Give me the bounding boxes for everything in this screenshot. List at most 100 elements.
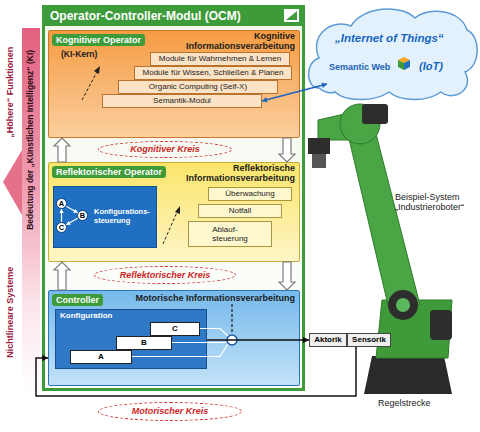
- block-arrow: [279, 262, 295, 290]
- state-circle: B: [77, 210, 88, 221]
- robot-base: [364, 356, 452, 394]
- robot-shoulder-cap: [396, 298, 410, 312]
- section-tab: Controller: [52, 294, 103, 306]
- importance-band: Bedeutung der „Künstlichen Intelligenz“ …: [22, 28, 40, 390]
- cloud-shape: [305, 4, 477, 102]
- arrow-head: [262, 97, 268, 102]
- configuration-box: KonfigurationA BC: [55, 309, 207, 369]
- arrow-head: [59, 209, 63, 213]
- panel-title: Operator-Controller-Modul (OCM): [50, 10, 241, 24]
- robot-wrist: [308, 138, 330, 154]
- system-caption: Beispiel-System „Industrieroboter“: [395, 192, 475, 213]
- robot-lower-arm: [346, 126, 420, 305]
- robot-shoulder: [388, 290, 418, 320]
- operator-box: Kognitiver Operator(KI-Kern)Kognitive In…: [48, 30, 300, 138]
- side-label: Nichtlineare Systeme: [5, 267, 15, 358]
- cloud-outline: [309, 9, 478, 100]
- section-tab: Reflektorischer Operator: [52, 166, 166, 178]
- pointer-head: [175, 206, 180, 214]
- cloud-text: Semantic Web: [329, 62, 390, 72]
- module-box: Organic Computing (Self-X): [118, 80, 278, 94]
- connector: [59, 209, 63, 222]
- section-subtitle: (KI-Kern): [61, 50, 97, 60]
- config-block: A: [70, 350, 132, 364]
- box-text: Notfall: [229, 206, 252, 215]
- section-heading: Motorische Informationsverarbeitung: [135, 293, 295, 303]
- operator-box: Reflektorischer Operator Reflektorische I…: [48, 162, 300, 262]
- connector-line: [207, 339, 309, 341]
- robot-elbow-motor: [362, 104, 388, 124]
- block-wire: [132, 344, 228, 357]
- section-tab: Kognitiver Operator: [52, 34, 145, 46]
- config-block: C: [150, 322, 200, 336]
- io-box: Sensorik: [347, 333, 391, 347]
- dashed-pointer: [82, 70, 98, 100]
- box-text: Organic Computing (Self-X): [149, 82, 247, 91]
- robot-flange: [312, 154, 326, 168]
- logo-mark: [286, 11, 297, 20]
- loop-label: Reflektorischer Kreis: [120, 270, 211, 280]
- loop-ellipse: Motorischer Kreis: [98, 402, 242, 421]
- connector: [54, 138, 70, 162]
- loop-ellipse: Kognitiver Kreis: [98, 141, 232, 158]
- controller-box: Controller Motorische Informationsverarbe…: [48, 290, 300, 386]
- connector-line: [36, 347, 356, 396]
- logo: [284, 9, 299, 22]
- pink-arrowhead: [3, 150, 22, 215]
- side-label: „Höhere“ Funktionen: [5, 47, 15, 138]
- module-box: Semantik-Modul: [102, 94, 262, 108]
- block-arrow: [54, 262, 70, 290]
- loop-label: Motorischer Kreis: [132, 406, 209, 416]
- function-box: Ablauf- steuerung: [188, 221, 272, 247]
- connector-line: [66, 206, 77, 213]
- pointer-head: [94, 66, 100, 74]
- arrow-head: [321, 83, 327, 88]
- state-circle: A: [56, 198, 67, 209]
- io-box: Aktorik: [309, 333, 347, 347]
- config-control-box: Konfigurations- steuerung A B C: [53, 186, 157, 248]
- cube-right: [404, 60, 410, 70]
- connector: [279, 262, 295, 290]
- plant-label: Regelstrecke: [378, 398, 431, 408]
- state-circle: C: [56, 222, 67, 233]
- cloud-text: (IoT): [419, 60, 443, 73]
- function-box: Notfall: [198, 204, 282, 218]
- arrow-head: [303, 337, 309, 344]
- function-box: Überwachung: [208, 187, 292, 201]
- block-wire: [200, 329, 228, 337]
- box-title: Konfiguration: [60, 311, 112, 320]
- cloud-box: „Internet of Things“Semantic Web(IoT): [305, 4, 477, 102]
- section-heading: Reflektorische Informationsverarbeitung: [186, 164, 295, 184]
- module-box: Module für Wissen, Schließen & Planen: [134, 66, 292, 80]
- box-text: Konfigurations- steuerung: [94, 208, 150, 225]
- dashed-pointer: [163, 210, 178, 244]
- io-label: Sensorik: [352, 335, 386, 344]
- box-text: Module für Wahrnehmen & Lernen: [159, 54, 281, 63]
- state-letter: B: [80, 212, 85, 220]
- block-letter: A: [98, 352, 104, 361]
- connector-line: [66, 218, 77, 225]
- ocm-panel: Operator-Controller-Modul (OCM) Kognitive…: [42, 5, 305, 391]
- dashed-control-line: [231, 304, 232, 334]
- loop-label: Kognitiver Kreis: [130, 144, 200, 154]
- connector: [36, 347, 356, 396]
- module-box: Module für Wahrnehmen & Lernen: [150, 52, 290, 66]
- connector: [66, 206, 77, 213]
- arrow-head: [73, 209, 78, 213]
- box-text: Ablauf- steuerung: [212, 225, 248, 243]
- connector: [54, 262, 70, 290]
- block-arrow: [54, 138, 70, 162]
- box-text: Semantik-Modul: [153, 96, 211, 105]
- band-text: Bedeutung der „Künstlichen Intelligenz“ …: [26, 50, 36, 230]
- arrow-head: [42, 355, 48, 362]
- robot-motor: [430, 310, 452, 340]
- config-block: B: [116, 336, 172, 350]
- connector: [66, 218, 77, 225]
- block-letter: B: [141, 338, 147, 347]
- connector-line: [262, 84, 327, 101]
- box-text: Überwachung: [225, 189, 274, 198]
